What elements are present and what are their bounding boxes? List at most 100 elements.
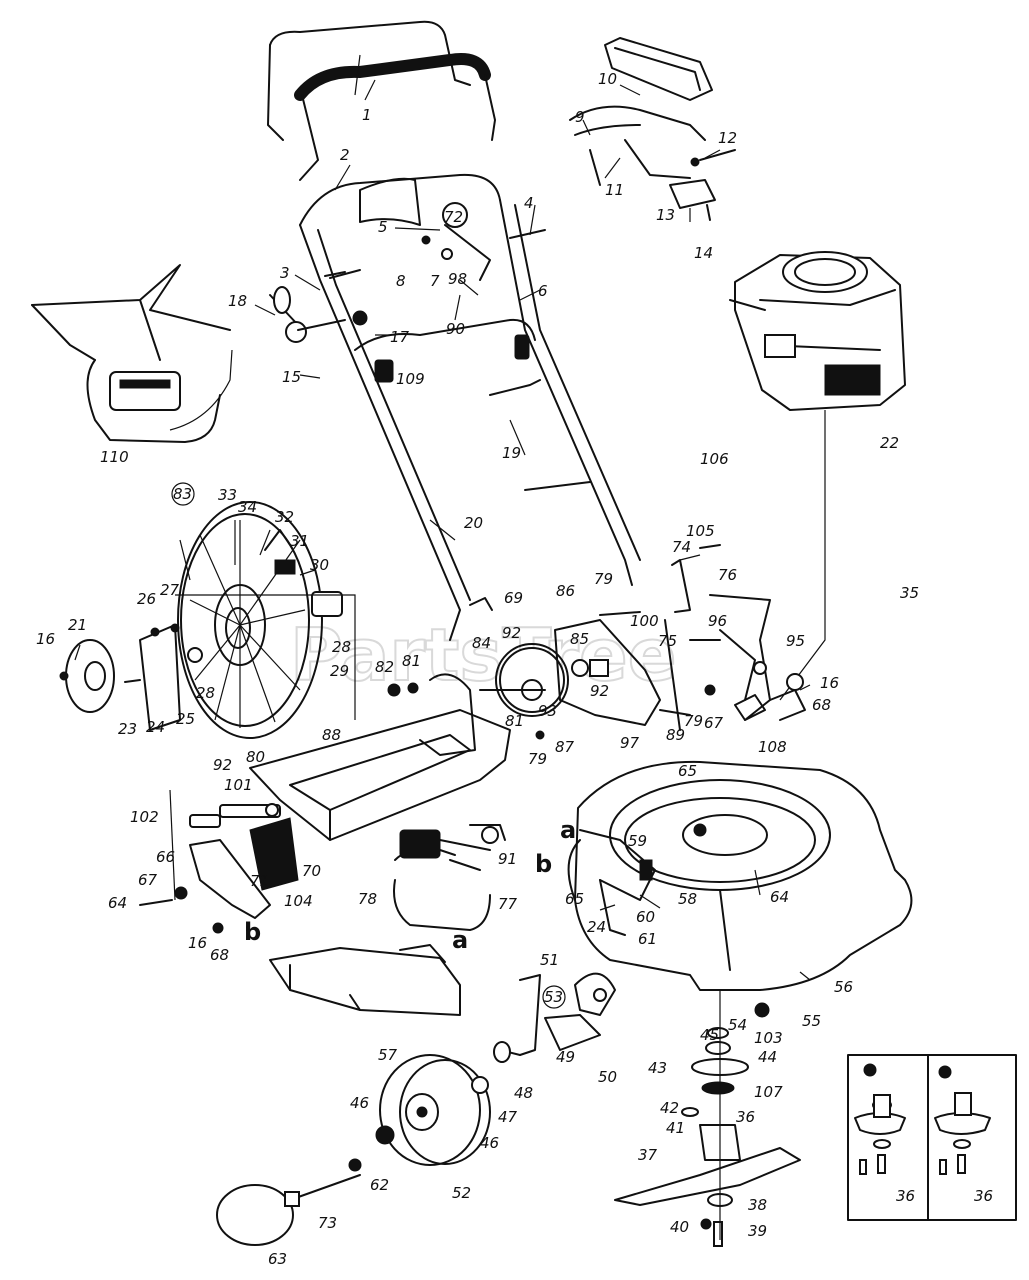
callout-73: 73	[318, 1214, 337, 1232]
callout-107: 107	[754, 1083, 783, 1101]
callout-18: 18	[228, 292, 247, 310]
callout-46b: 46	[480, 1134, 499, 1152]
callout-76: 76	[718, 566, 737, 584]
callout-26: 26	[137, 590, 156, 608]
callout-40: 40	[670, 1218, 689, 1236]
callout-52: 52	[452, 1184, 471, 1202]
callout-32: 32	[275, 508, 294, 526]
callout-34: 34	[238, 498, 257, 516]
callout-9: 9	[575, 108, 585, 126]
callout-43: 43	[648, 1059, 667, 1077]
letter-a-deck: a	[560, 816, 576, 844]
callout-23: 23	[118, 720, 137, 738]
callout-63: 63	[268, 1250, 287, 1268]
front-wheel-assembly	[216, 972, 616, 1246]
callout-69: 69	[504, 589, 523, 607]
callout-85: 85	[570, 630, 589, 648]
callout-47: 47	[498, 1108, 518, 1126]
grass-bag-frame	[31, 264, 233, 443]
callout-7: 7	[430, 272, 440, 290]
letter-labels: a b a b	[244, 816, 576, 954]
callout-53: 53	[544, 988, 563, 1006]
lower-handle	[299, 173, 641, 641]
callout-86: 86	[556, 582, 575, 600]
callout-64a: 64	[108, 894, 127, 912]
callout-48: 48	[514, 1084, 533, 1102]
callout-37: 37	[638, 1146, 658, 1164]
callout-2: 2	[340, 146, 350, 164]
callout-16a: 16	[36, 630, 55, 648]
handle-hardware	[269, 229, 546, 343]
callout-64b: 64	[770, 888, 789, 906]
callout-91: 91	[498, 850, 517, 868]
callout-35: 35	[900, 584, 919, 602]
callout-12: 12	[718, 129, 737, 147]
callout-106: 106	[700, 450, 729, 468]
callout-88: 88	[322, 726, 341, 744]
callout-14: 14	[694, 244, 713, 262]
callout-25: 25	[176, 710, 195, 728]
callout-80: 80	[246, 748, 265, 766]
callout-83: 83	[173, 485, 192, 503]
callout-61: 61	[638, 930, 657, 948]
callout-10: 10	[598, 70, 617, 88]
callout-16b: 16	[820, 674, 839, 692]
callout-81a: 81	[402, 652, 421, 670]
callout-101: 101	[224, 776, 253, 794]
callout-42: 42	[660, 1099, 679, 1117]
callout-24b: 24	[587, 918, 606, 936]
callout-24: 24	[146, 718, 165, 736]
callout-102: 102	[130, 808, 159, 826]
callout-109: 109	[396, 370, 425, 388]
callout-66: 66	[156, 848, 175, 866]
callout-71: 71	[250, 872, 269, 890]
callout-8: 8	[396, 272, 406, 290]
callout-98: 98	[448, 270, 467, 288]
callout-90: 90	[446, 320, 465, 338]
callout-31: 31	[290, 532, 309, 550]
callout-68a: 68	[812, 696, 831, 714]
callout-87: 87	[555, 738, 575, 756]
leader-lines	[74, 54, 811, 981]
callout-16c: 16	[188, 934, 207, 952]
callout-27: 27	[160, 581, 180, 599]
callout-41: 41	[666, 1119, 685, 1137]
callout-100: 100	[630, 612, 659, 630]
watermark-text: PartsTree	[290, 613, 677, 697]
callout-3: 3	[280, 264, 290, 282]
bracket-assembly	[393, 824, 506, 931]
callout-13: 13	[656, 206, 675, 224]
callout-57: 57	[378, 1046, 398, 1064]
rear-cover-assembly	[139, 709, 511, 934]
callout-103: 103	[754, 1029, 783, 1047]
callout-79c: 79	[684, 712, 703, 730]
callout-65b: 65	[565, 890, 584, 908]
callout-4: 4	[524, 194, 534, 212]
callout-96: 96	[708, 612, 727, 630]
callout-78: 78	[358, 890, 377, 908]
rear-wheel-assembly	[59, 501, 356, 739]
callout-108: 108	[758, 738, 787, 756]
baffle-assembly	[569, 37, 736, 221]
blade-assembly	[614, 990, 801, 1247]
letter-b-deck: b	[535, 850, 552, 878]
callout-1: 1	[362, 106, 372, 124]
drive-assembly	[387, 597, 691, 756]
callout-labels: 1 2 3 4 5 6 7 8 98 90 72 17 18 109 15 10…	[36, 70, 993, 1268]
callout-93: 93	[538, 702, 557, 720]
callout-44: 44	[758, 1048, 777, 1066]
callout-49: 49	[556, 1048, 575, 1066]
callout-51: 51	[540, 951, 559, 969]
callout-74: 74	[672, 538, 691, 556]
mower-deck	[567, 760, 913, 991]
callout-50: 50	[598, 1068, 617, 1086]
callout-84: 84	[472, 634, 491, 652]
callout-22: 22	[880, 434, 899, 452]
callout-56: 56	[834, 978, 853, 996]
callout-54: 54	[728, 1016, 747, 1034]
callout-97: 97	[620, 734, 640, 752]
callout-62: 62	[370, 1176, 389, 1194]
upper-handle	[267, 20, 496, 181]
callout-46a: 46	[350, 1094, 369, 1112]
callout-70: 70	[302, 862, 321, 880]
